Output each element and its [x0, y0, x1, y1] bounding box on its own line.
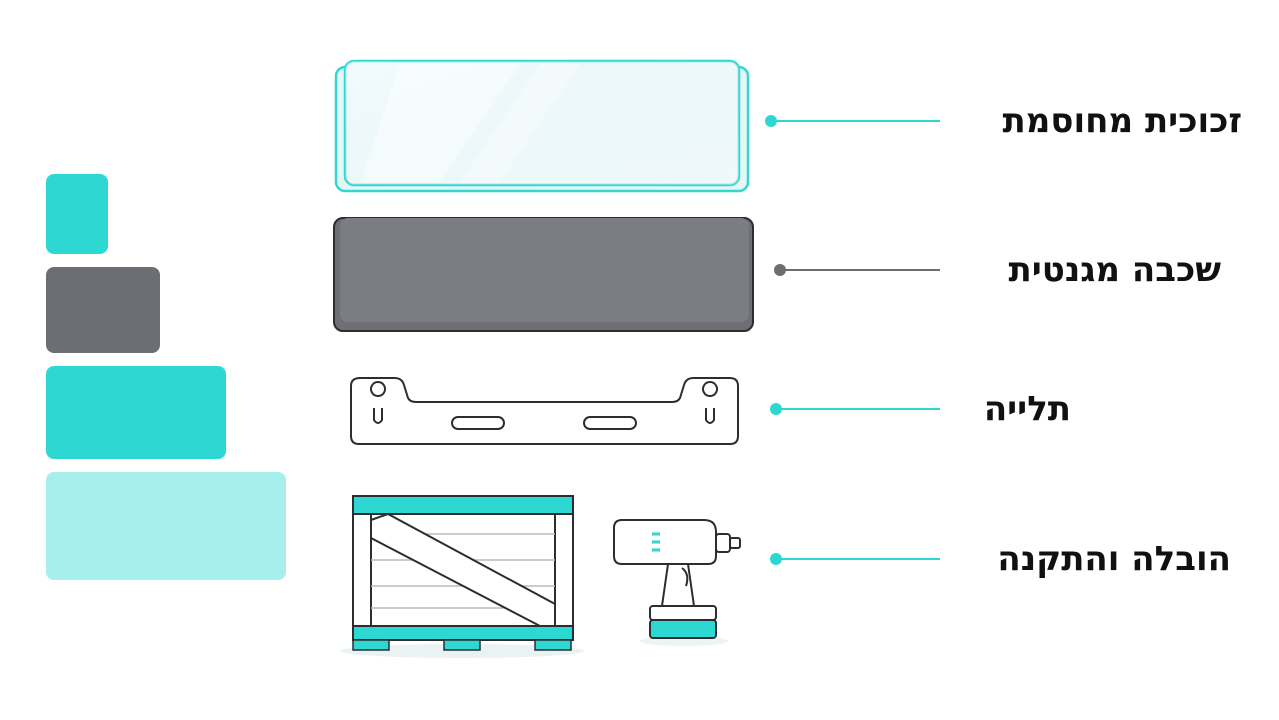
- wall-bracket-icon: [350, 377, 739, 445]
- legend-block-1: [46, 174, 108, 254]
- tempered-glass-icon: [334, 59, 750, 193]
- label-hanging: תלייה: [983, 389, 1071, 429]
- legend-block-3: [46, 366, 226, 459]
- power-drill-icon: [613, 519, 741, 646]
- label-delivery-installation: הובלה והתקנה: [997, 539, 1231, 579]
- magnetic-layer-icon: [333, 217, 754, 332]
- shipping-crate-icon: [340, 495, 584, 658]
- label-tempered-glass: זכוכית מחוסמת: [1002, 101, 1242, 141]
- connector-1: [765, 115, 940, 127]
- label-magnetic-layer: שכבה מגנטית: [1008, 250, 1222, 290]
- legend-block-2: [46, 267, 160, 353]
- connector-2: [774, 264, 940, 276]
- legend-block-4: [46, 472, 286, 580]
- connector-3: [770, 403, 940, 415]
- connector-4: [770, 553, 940, 565]
